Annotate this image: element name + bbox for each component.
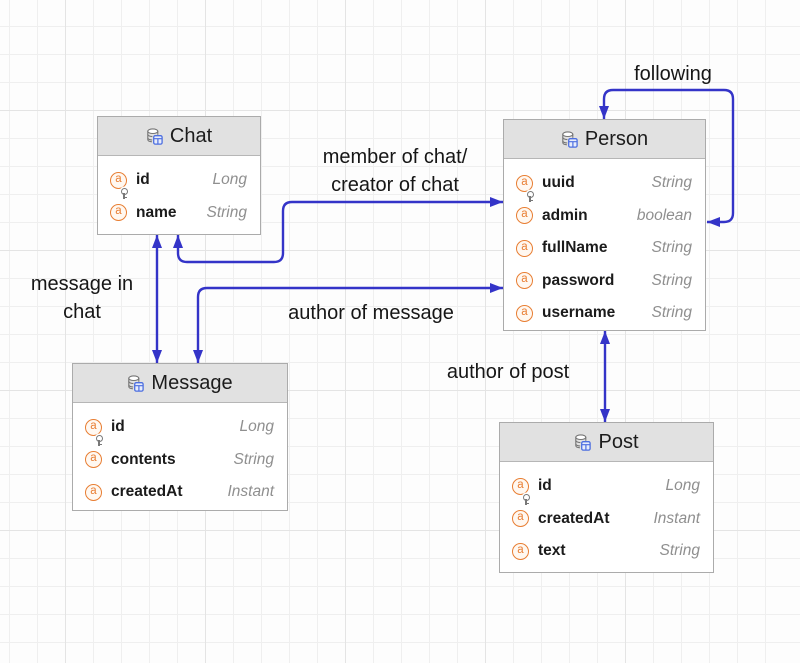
key-icon (527, 190, 534, 202)
edge-label-line: creator of chat (331, 174, 459, 196)
field-row-username[interactable]: a username String (504, 297, 705, 330)
edge-label-line: following (634, 63, 712, 85)
attribute-icon: a (516, 239, 533, 257)
field-row-createdAt[interactable]: a createdAt Instant (73, 476, 287, 509)
entity-title: Message (151, 371, 233, 394)
field-type: String (651, 174, 693, 192)
database-table-icon (146, 127, 163, 145)
field-type: String (206, 203, 248, 221)
edge-following[interactable] (599, 88, 735, 227)
key-icon (523, 493, 530, 505)
key-icon (121, 187, 128, 199)
primary-key-attribute-icon: a (85, 418, 103, 446)
field-name: contents (111, 450, 176, 468)
attribute-icon: a (516, 304, 533, 322)
field-name: createdAt (111, 483, 183, 501)
field-name: uuid (542, 174, 575, 192)
entity-title: Person (584, 127, 649, 150)
entity-message-header[interactable]: Message (73, 364, 287, 403)
entity-title: Post (598, 430, 639, 453)
edge-label-line: author of post (446, 361, 570, 383)
field-row-password[interactable]: a password String (504, 265, 705, 298)
attribute-icon: a (512, 542, 529, 560)
database-table-icon (561, 130, 578, 148)
database-table-icon (574, 433, 592, 451)
edge-label-member-of-chat[interactable]: member of chat/creator of chat (323, 143, 468, 199)
entity-chat-header[interactable]: Chat (98, 117, 260, 156)
entity-post-header[interactable]: Post (500, 423, 713, 462)
attribute-icon: a (516, 272, 533, 290)
edge-label-following[interactable]: following (634, 60, 712, 88)
entity-person-header[interactable]: Person (504, 120, 705, 159)
field-name: id (111, 418, 125, 436)
attribute-icon: a (110, 204, 127, 222)
field-name: admin (542, 206, 588, 224)
field-type: Long (239, 418, 274, 436)
field-type: String (659, 542, 701, 560)
field-name: password (542, 271, 615, 289)
edge-label-line: member of chat/ (322, 146, 468, 168)
field-name: createdAt (538, 509, 610, 527)
field-type: Instant (227, 483, 274, 501)
field-type: Instant (653, 509, 700, 527)
entity-title: Chat (169, 124, 213, 147)
attribute-icon: a (85, 483, 102, 501)
field-type: String (233, 450, 275, 468)
key-icon (96, 434, 103, 446)
field-name: id (136, 171, 150, 189)
field-name: text (538, 542, 566, 560)
field-row-createdAt[interactable]: a createdAt Instant (500, 503, 713, 536)
field-row-fullName[interactable]: a fullName String (504, 232, 705, 265)
field-type: Long (212, 171, 247, 189)
edge-label-line: chat (63, 301, 101, 323)
database-table-icon (127, 374, 145, 392)
attribute-icon: a (85, 451, 102, 469)
primary-key-attribute-icon: a (110, 171, 128, 199)
edge-label-message-in-chat[interactable]: message in chat (31, 270, 133, 326)
field-name: fullName (542, 239, 608, 257)
primary-key-attribute-icon: a (512, 477, 530, 505)
field-type: Long (665, 477, 700, 495)
edge-member-of-chat[interactable] (173, 197, 503, 264)
field-type: String (651, 239, 693, 257)
edge-label-author-of-message[interactable]: author of message (288, 299, 454, 327)
edge-label-line: author of message (288, 302, 454, 324)
edge-label-author-of-post[interactable]: author of post (447, 358, 569, 386)
edge-label-line: message in (30, 273, 134, 295)
field-name: username (542, 304, 616, 322)
primary-key-attribute-icon: a (516, 174, 534, 202)
field-row-contents[interactable]: a contents String (73, 444, 287, 477)
field-name: id (538, 477, 552, 495)
attribute-icon: a (516, 207, 533, 225)
field-type: String (651, 304, 693, 322)
field-type: boolean (636, 206, 692, 224)
field-name: name (136, 203, 177, 221)
field-type: String (651, 271, 693, 289)
attribute-icon: a (512, 510, 529, 528)
edge-author-of-message[interactable] (193, 283, 503, 363)
